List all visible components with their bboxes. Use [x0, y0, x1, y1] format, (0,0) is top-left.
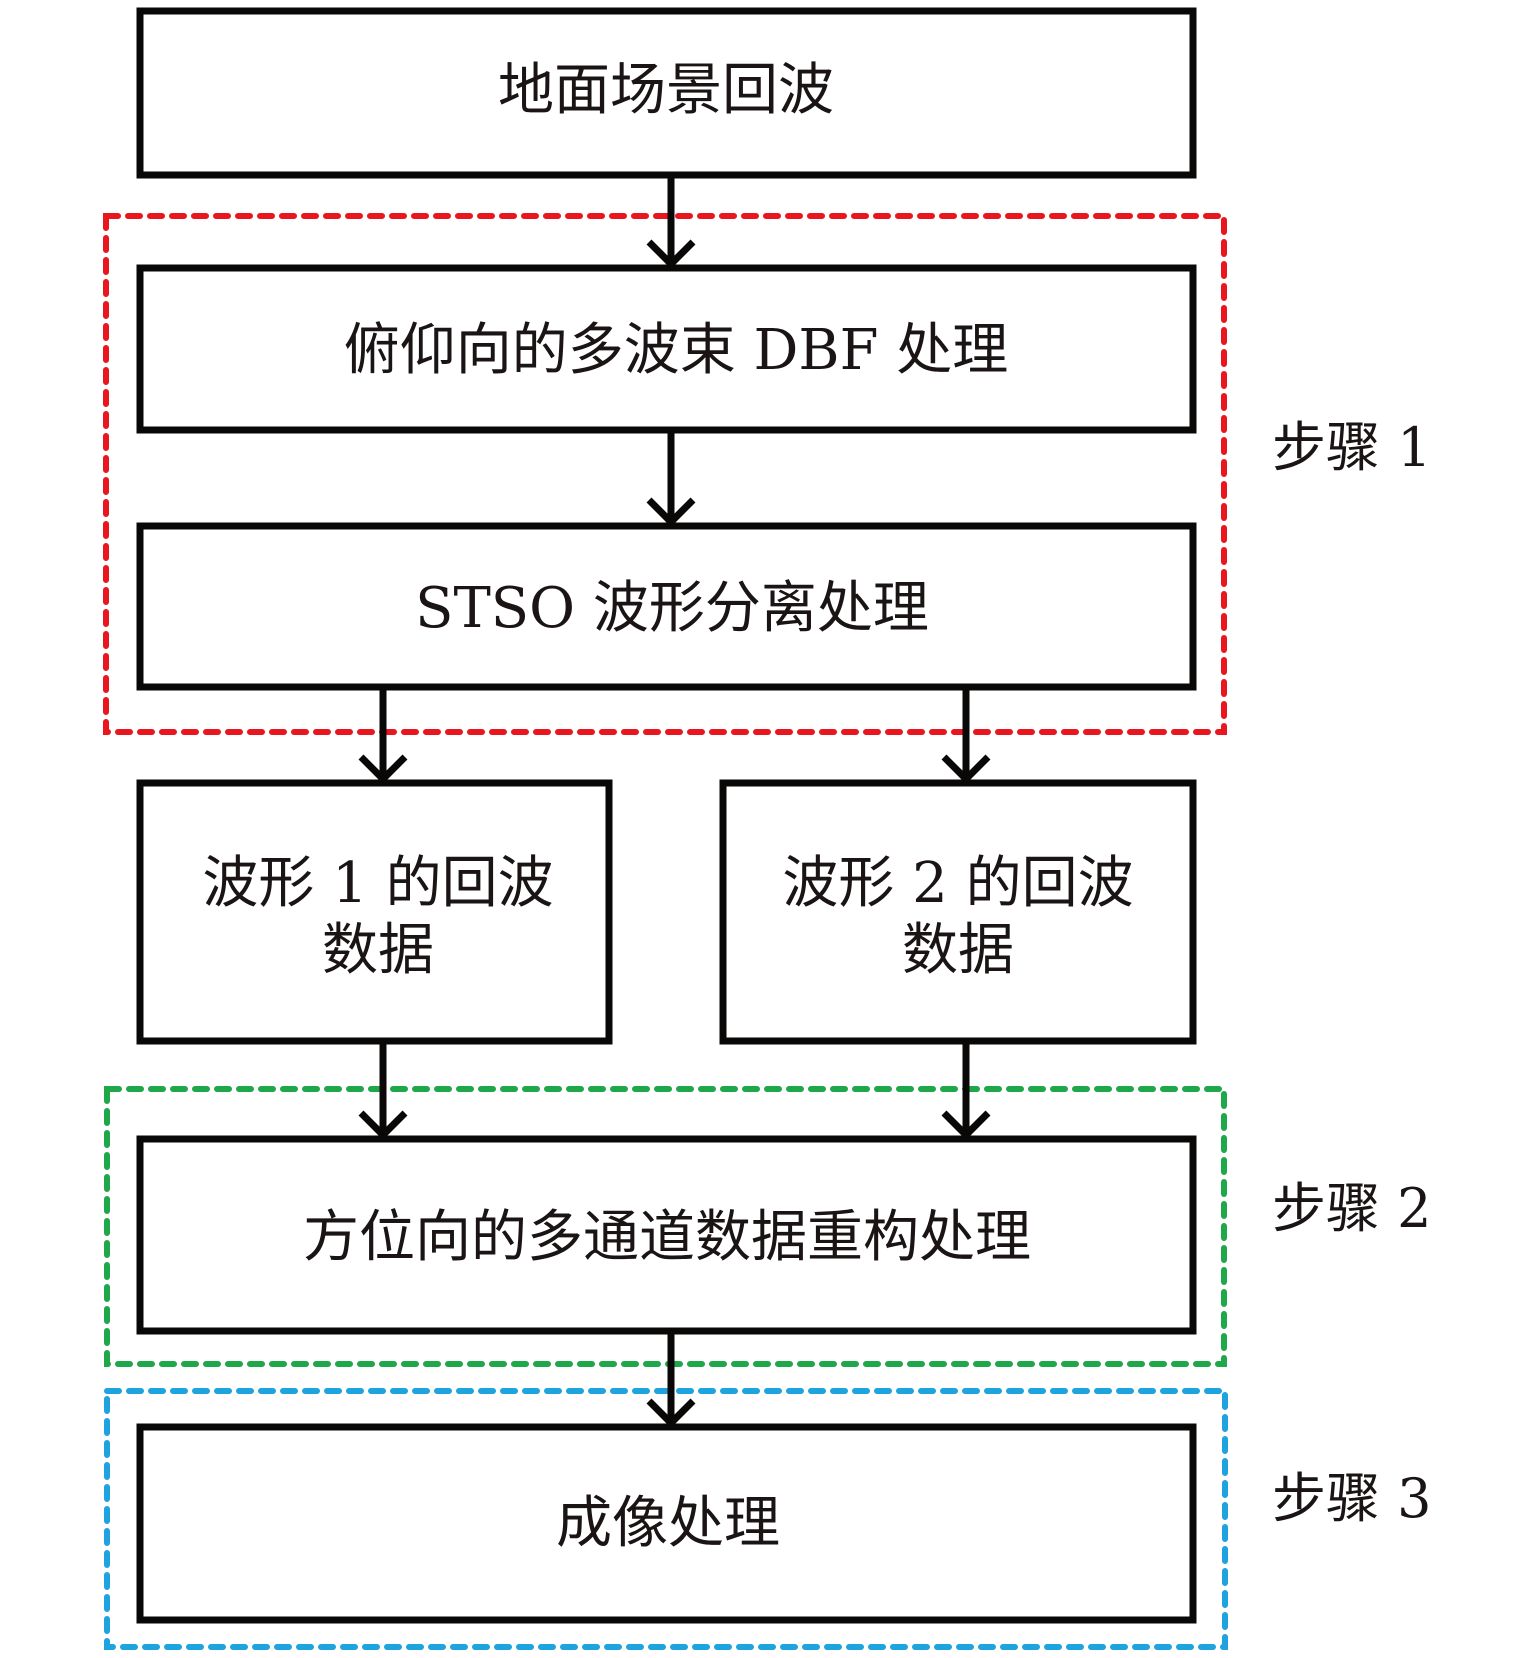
- node-waveform1-data: 波形 1 的回波 数据: [136, 779, 613, 1045]
- node-ground-echo: 地面场景回波: [136, 7, 1197, 179]
- arrow-head-icon: [646, 239, 696, 269]
- arrow-head-icon: [646, 1398, 696, 1428]
- node-label: 俯仰向的多波束 DBF 处理: [344, 318, 1009, 383]
- edge-elevation-dbf-to-stso: [646, 430, 696, 527]
- arrow-head-icon: [358, 754, 408, 784]
- node-label-line2: 数据: [322, 918, 434, 983]
- group-step3-outline: [104, 1388, 1228, 1650]
- node-label-line1: 波形 1 的回波: [202, 851, 553, 916]
- node-imaging: 成像处理: [136, 1423, 1197, 1624]
- arrow-head-icon: [941, 1110, 991, 1140]
- edge-waveform1-to-azimuth: [358, 1041, 408, 1140]
- edge-azimuth-to-imaging: [646, 1331, 696, 1428]
- node-azimuth-reconstruction: 方位向的多通道数据重构处理: [136, 1135, 1197, 1335]
- edge-stso-to-waveform1: [358, 687, 408, 784]
- node-label: 成像处理: [556, 1491, 780, 1556]
- group-step1-outline: [103, 213, 1227, 735]
- node-label-line2: 数据: [902, 918, 1014, 983]
- step2-label: 步骤 2: [1272, 1177, 1432, 1240]
- node-label: 方位向的多通道数据重构处理: [303, 1205, 1031, 1270]
- step3-label: 步骤 3: [1272, 1467, 1432, 1530]
- arrow-head-icon: [646, 497, 696, 527]
- node-label-line1: 波形 2 的回波: [782, 851, 1133, 916]
- edge-ground-echo-to-elevation-dbf: [646, 175, 696, 269]
- step1-label: 步骤 1: [1272, 416, 1432, 479]
- edge-waveform2-to-azimuth: [941, 1041, 991, 1140]
- arrow-head-icon: [941, 754, 991, 784]
- node-stso-separation: STSO 波形分离处理: [136, 522, 1197, 691]
- node-label: 地面场景回波: [498, 58, 834, 123]
- group-step2-outline: [104, 1086, 1227, 1367]
- arrow-head-icon: [358, 1110, 408, 1140]
- node-label: STSO 波形分离处理: [415, 576, 929, 641]
- node-waveform2-data: 波形 2 的回波 数据: [719, 779, 1197, 1045]
- node-elevation-dbf: 俯仰向的多波束 DBF 处理: [136, 264, 1197, 434]
- edge-stso-to-waveform2: [941, 687, 991, 784]
